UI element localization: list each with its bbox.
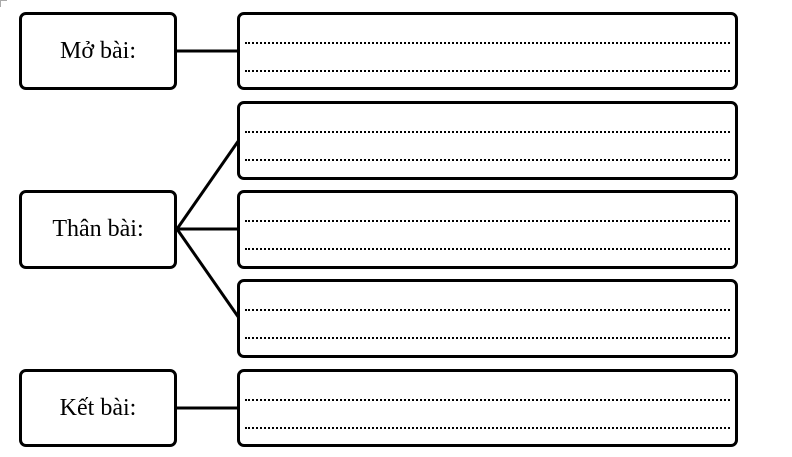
dotted-writing-line xyxy=(245,427,730,429)
intro-answer-box[interactable] xyxy=(237,12,738,90)
intro-label-box: Mở bài: xyxy=(19,12,177,90)
page-corner-mark xyxy=(0,0,7,7)
dotted-writing-line xyxy=(245,159,730,161)
dotted-writing-line xyxy=(245,131,730,133)
conclusion-label: Kết bài: xyxy=(59,394,137,421)
dotted-writing-line xyxy=(245,399,730,401)
body-answer-box-2[interactable] xyxy=(237,190,738,269)
body-answer-box-3[interactable] xyxy=(237,279,738,358)
body-label: Thân bài: xyxy=(52,216,144,242)
body-connector-bottom xyxy=(175,228,241,319)
intro-label: Mở bài: xyxy=(59,37,137,64)
dotted-writing-line xyxy=(245,42,730,44)
conclusion-label-box: Kết bài: xyxy=(19,369,177,447)
body-connector-top xyxy=(175,139,241,230)
dotted-writing-line xyxy=(245,309,730,311)
dotted-writing-line xyxy=(245,337,730,339)
dotted-writing-line xyxy=(245,220,730,222)
dotted-writing-line xyxy=(245,70,730,72)
body-label-box: Thân bài: xyxy=(19,190,177,269)
body-answer-box-1[interactable] xyxy=(237,101,738,180)
conclusion-answer-box[interactable] xyxy=(237,369,738,447)
dotted-writing-line xyxy=(245,248,730,250)
